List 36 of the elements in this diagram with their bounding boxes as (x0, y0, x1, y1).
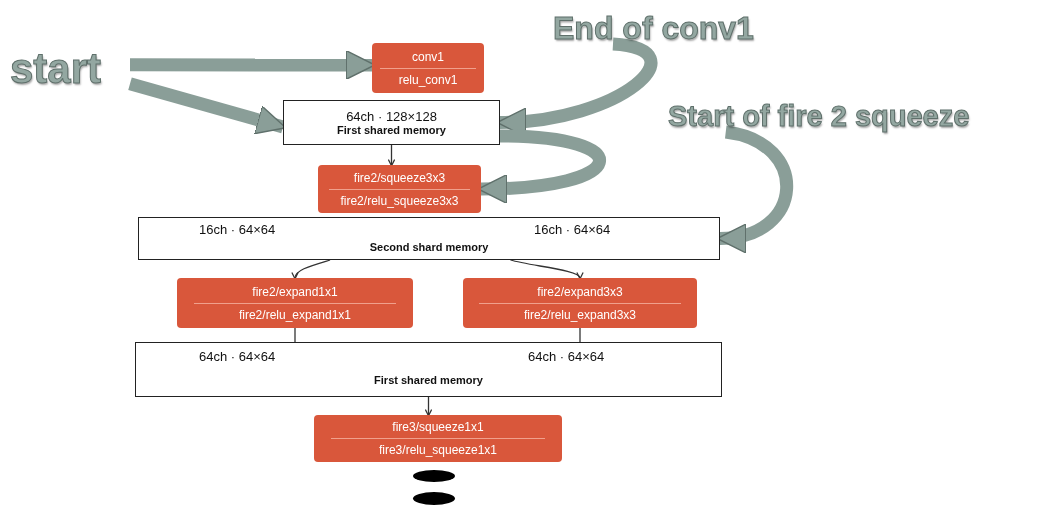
memory-box (135, 342, 722, 397)
layer-name: fire2/expand1x1 (252, 283, 338, 301)
tensor-size: 64ch · 128×128 (345, 109, 438, 124)
connector-line (579, 327, 581, 343)
layer-name: fire3/relu_squeeze1x1 (378, 442, 498, 459)
layer-name: fire2/squeeze3x3 (353, 169, 446, 187)
tensor-size: 16ch · 64×64 (534, 222, 611, 237)
arrow (424, 396, 433, 417)
layer-name: fire2/relu_expand3x3 (523, 306, 637, 324)
memory-label: First shared memory (336, 124, 447, 136)
layer-box (177, 278, 413, 328)
layer-name: relu_conv1 (398, 71, 458, 89)
memory-box (138, 217, 720, 260)
layer-box (314, 415, 562, 462)
tensor-size: 16ch · 64×64 (199, 222, 276, 237)
tensor-size: 64ch · 64×64 (199, 349, 276, 364)
ellipsis-dot (413, 470, 455, 482)
arrow (387, 144, 396, 167)
layer-box (463, 278, 697, 328)
layer-name: fire3/squeeze1x1 (392, 419, 484, 436)
callout-label: End of conv1 (553, 12, 754, 44)
layer-box (318, 165, 481, 213)
ellipsis-dot (413, 492, 455, 505)
layer-name: fire2/expand3x3 (537, 283, 623, 301)
layer-name: fire2/relu_expand1x1 (238, 306, 352, 324)
connector-line (294, 327, 296, 343)
layer-box (372, 43, 484, 93)
memory-label: Second shard memory (368, 241, 490, 253)
tensor-size: 64ch · 64×64 (528, 349, 605, 364)
callout-label: start (10, 48, 102, 90)
arrow (509, 259, 581, 280)
layer-name: fire2/relu_squeeze3x3 (340, 192, 459, 210)
memory-box (283, 100, 500, 145)
callout-label: Start of fire 2 squeeze (668, 102, 970, 131)
layer-name: conv1 (412, 48, 444, 66)
memory-label: First shared memory (373, 374, 484, 386)
